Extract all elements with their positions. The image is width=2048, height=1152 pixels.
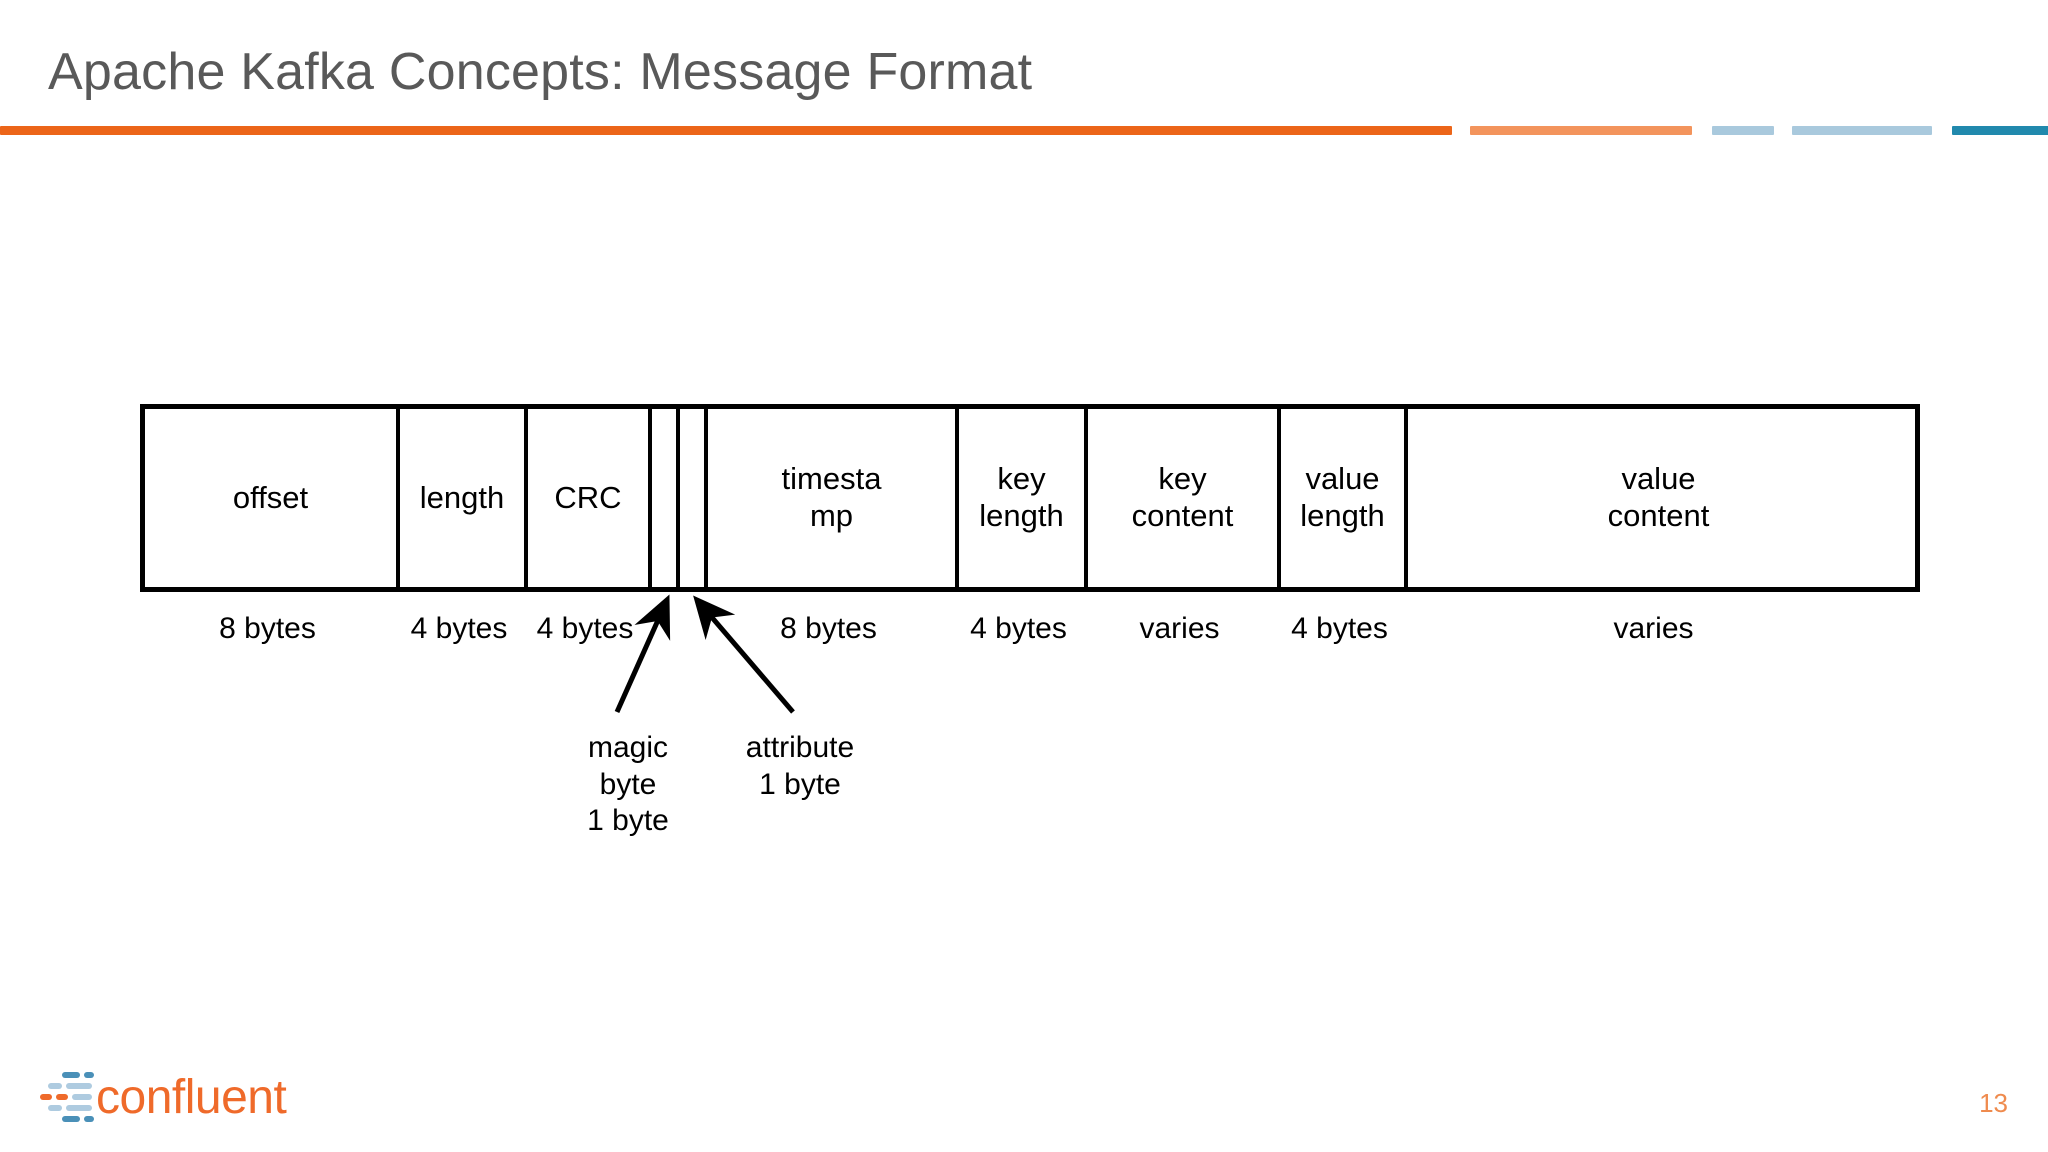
field-key-content: key content: [1088, 409, 1281, 587]
field-key-length-label: key length: [979, 461, 1064, 533]
field-crc-label: CRC: [554, 479, 622, 515]
logo-dash: [84, 1072, 94, 1078]
callout-magic-byte: magic byte 1 byte: [587, 731, 669, 838]
logo-dash: [66, 1105, 92, 1111]
confluent-logo-mark: [40, 1072, 96, 1122]
field-key-content-label: key content: [1131, 461, 1234, 533]
logo-dash: [56, 1094, 68, 1100]
logo-dash: [62, 1072, 80, 1078]
field-key-length: key length: [959, 409, 1088, 587]
logo-dash: [66, 1083, 92, 1089]
field-length-label: length: [419, 479, 505, 515]
logo-dash: [72, 1094, 92, 1100]
field-offset-size: 8 bytes: [219, 612, 316, 645]
field-crc-size: 4 bytes: [536, 612, 634, 645]
logo-dash: [48, 1083, 62, 1089]
field-length-size: 4 bytes: [410, 612, 508, 645]
field-length: length: [400, 409, 528, 587]
message-format-diagram: offset length CRC timesta mp key length key c…: [140, 404, 1920, 592]
field-value-content-size: varies: [1613, 612, 1694, 645]
field-value-content: value content: [1408, 409, 1909, 587]
callout-attribute: attribute 1 byte: [745, 731, 855, 801]
logo-dash: [48, 1105, 62, 1111]
field-attribute: [680, 409, 708, 587]
field-timestamp-label: timesta mp: [781, 461, 882, 533]
field-offset-label: offset: [232, 479, 309, 515]
field-timestamp: timesta mp: [708, 409, 959, 587]
confluent-wordmark: confluent: [96, 1071, 287, 1124]
field-timestamp-size: 8 bytes: [780, 612, 877, 645]
field-value-content-label: value content: [1607, 461, 1710, 533]
logo-dash: [84, 1116, 94, 1122]
rule-segment-orange-light: [1470, 126, 1692, 135]
field-offset: offset: [145, 409, 400, 587]
field-crc: CRC: [528, 409, 652, 587]
page-number: 13: [1979, 1088, 2008, 1118]
field-size-labels: 8 bytes 4 bytes 4 bytes 8 bytes 4 bytes varie…: [140, 612, 1920, 656]
confluent-logo: confluent: [40, 1068, 300, 1126]
rule-segment-blue-light-2: [1792, 126, 1932, 135]
logo-dash: [62, 1116, 80, 1122]
title-underline-rule: [0, 126, 2048, 136]
field-magic-byte: [652, 409, 680, 587]
logo-dash: [40, 1094, 52, 1100]
field-value-length-label: value length: [1300, 461, 1385, 533]
page-title: Apache Kafka Concepts: Message Format: [48, 43, 1033, 101]
rule-segment-teal-1: [1952, 126, 2048, 135]
field-key-content-size: varies: [1139, 612, 1220, 645]
field-key-length-size: 4 bytes: [970, 612, 1067, 645]
rule-segment-orange-long: [0, 126, 1452, 135]
field-value-length-size: 4 bytes: [1291, 612, 1388, 645]
field-value-length: value length: [1281, 409, 1408, 587]
rule-segment-blue-light-1: [1712, 126, 1774, 135]
